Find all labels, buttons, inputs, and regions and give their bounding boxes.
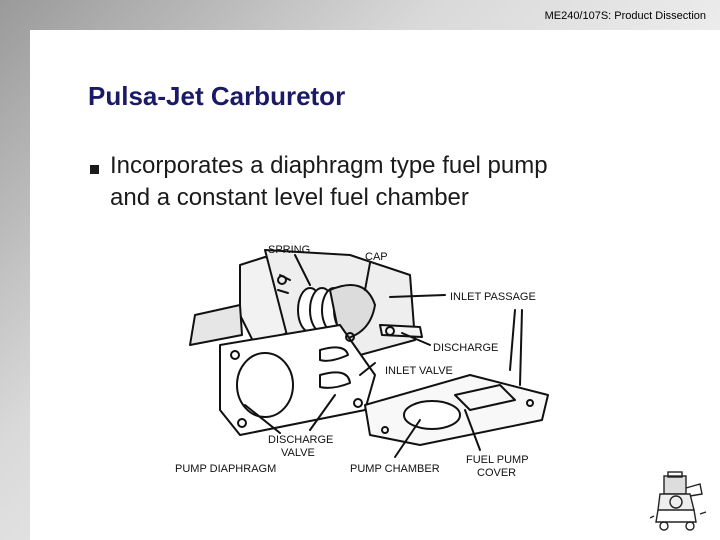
label-fuel-pump-cover-2: COVER <box>477 467 516 479</box>
bullet-line-2: and a constant level fuel chamber <box>110 184 469 211</box>
label-discharge-valve-2: VALVE <box>281 447 315 459</box>
slide-title: Pulsa-Jet Carburetor <box>88 81 346 111</box>
label-discharge: DISCHARGE <box>433 342 498 354</box>
label-fuel-pump-cover-1: FUEL PUMP <box>466 454 529 466</box>
course-header: ME240/107S: Product Dissection <box>544 10 706 22</box>
label-inlet-valve: INLET VALVE <box>385 365 453 377</box>
bullet-line-1: Incorporates a diaphragm type fuel pump <box>110 152 548 179</box>
label-pump-diaphragm: PUMP DIAPHRAGM <box>175 463 276 475</box>
carburetor-diagram: SPRING CAP INLET PASSAGE DISCHARGE INLET… <box>175 244 549 479</box>
label-pump-chamber: PUMP CHAMBER <box>350 463 440 475</box>
bullet-item: Incorporates a diaphragm type fuel pump … <box>110 150 548 214</box>
bullet-marker <box>90 165 99 174</box>
label-cap: CAP <box>365 251 388 263</box>
engine-icon <box>650 471 707 531</box>
label-inlet-passage: INLET PASSAGE <box>450 291 536 303</box>
label-spring: SPRING <box>268 244 310 256</box>
label-discharge-valve-1: DISCHARGE <box>268 434 333 446</box>
